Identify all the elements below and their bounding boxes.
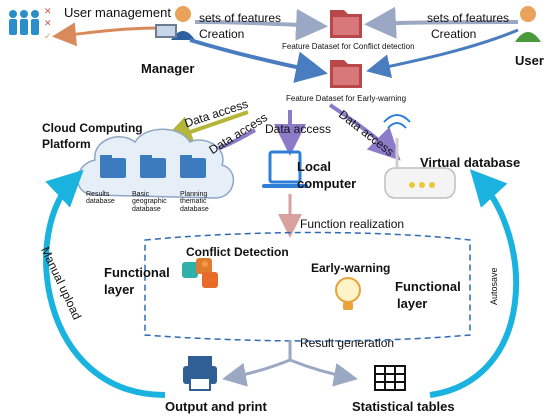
people-group-icon: ✕ ✕ ✓ <box>9 6 52 41</box>
arrow-data-access-virtual <box>328 103 401 161</box>
basic-database-line2: geographic <box>132 198 167 206</box>
function-realization-label: Function realization <box>300 217 405 231</box>
planning-database-line1: Planning <box>180 191 208 198</box>
svg-text:✕: ✕ <box>44 18 52 28</box>
cloud-title-line1: Cloud Computing <box>42 121 143 135</box>
basic-database-label: Basic geographic database <box>132 191 180 213</box>
statistical-tables-label: Statistical tables <box>352 399 455 414</box>
functional-layer-left-line2: layer <box>104 282 135 297</box>
user-icon <box>515 6 541 42</box>
manager-icon <box>155 6 195 40</box>
basic-database-line1: Basic <box>132 191 150 198</box>
svg-text:✓: ✓ <box>44 31 52 41</box>
autosave-label: Autosave <box>489 267 499 305</box>
result-generation-label: Result generation <box>300 336 395 350</box>
functional-layer-right-line1: Functional <box>395 279 461 294</box>
sets-of-features-right-label: sets of features <box>427 11 510 25</box>
sets-of-features-left-label: sets of features <box>199 11 282 25</box>
data-access-local-label: Data access <box>265 122 332 136</box>
functional-layer-left-line1: Functional <box>104 265 170 280</box>
folder-conflict-icon <box>330 10 362 38</box>
creation-right-label: Creation <box>431 27 477 41</box>
arrow-to-statistics <box>289 358 358 387</box>
arrow-autosave <box>429 169 520 398</box>
dataset-conflict-label: Feature Dataset for Conflict detection <box>282 42 415 51</box>
early-warning-label: Early-warning <box>311 261 391 275</box>
results-database-line2: database <box>86 198 115 206</box>
cloud-title-line2: Platform <box>42 137 91 151</box>
lightbulb-icon <box>335 277 361 310</box>
output-and-print-label: Output and print <box>165 399 267 414</box>
creation-left-label: Creation <box>199 27 245 41</box>
arrow-manual-upload <box>43 169 166 398</box>
planning-database-line3: database <box>180 205 209 213</box>
printer-icon <box>183 356 217 391</box>
planning-database-line2: thematic <box>180 198 207 206</box>
local-computer-line1: Local <box>297 159 331 174</box>
arrow-manager-to-conflict-dataset <box>194 8 328 41</box>
dataset-early-warning-label: Feature Dataset for Early-warning <box>286 94 407 103</box>
virtual-database-label: Virtual database <box>420 155 521 170</box>
laptop-icon <box>262 150 308 188</box>
arrow-manager-to-early-warning-dataset <box>189 38 328 83</box>
database-folders <box>100 155 206 178</box>
table-grid-icon <box>374 365 406 391</box>
user-management-label: User management <box>64 5 171 20</box>
arrow-user-to-early-warning-dataset <box>366 28 519 79</box>
basic-database-line3: database <box>132 205 161 213</box>
functional-layer-right-line2: layer <box>397 296 428 311</box>
puzzle-icon <box>182 258 218 288</box>
local-computer-line2: computer <box>297 176 357 191</box>
arrow-to-output <box>222 358 291 387</box>
user-label: User <box>515 53 544 68</box>
arrow-user-to-conflict-dataset <box>364 6 519 39</box>
folder-early-warning-icon <box>330 60 362 88</box>
planning-database-label: Planning thematic database <box>180 191 228 213</box>
arrow-user-management <box>52 22 161 47</box>
functional-layer-frame <box>144 231 471 342</box>
router-icon <box>383 114 456 199</box>
results-database-label: Results database <box>86 191 126 206</box>
svg-text:✕: ✕ <box>44 6 52 16</box>
results-database-line1: Results <box>86 191 110 198</box>
conflict-detection-label: Conflict Detection <box>186 245 289 259</box>
manager-label: Manager <box>141 61 195 76</box>
